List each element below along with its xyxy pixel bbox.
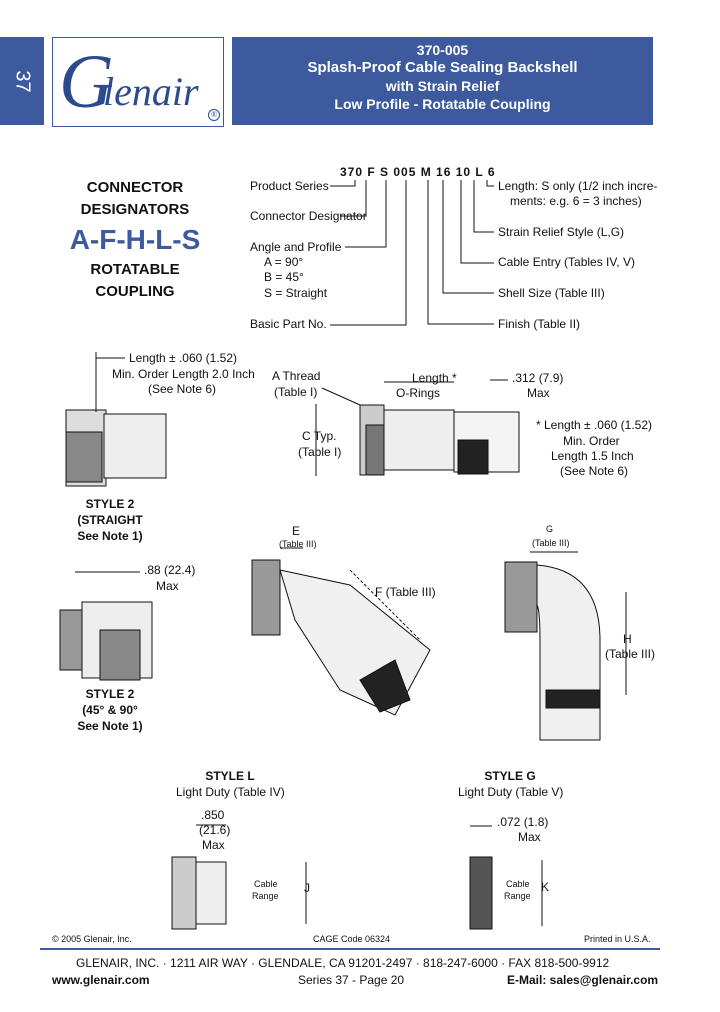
drawing-90-degree (504, 551, 627, 741)
header-banner: 370-005 Splash-Proof Cable Sealing Backs… (232, 37, 653, 125)
footer-email-link[interactable]: E-Mail: sales@glenair.com (507, 973, 659, 987)
pn-length: Length: S only (1/2 inch incre- (498, 179, 658, 193)
style2-angled-drawing (59, 571, 153, 681)
drawing-45-degree (251, 547, 431, 716)
header-title: Splash-Proof Cable Sealing Backshell (307, 59, 578, 76)
pn-cable-entry: Cable Entry (Tables IV, V) (498, 255, 635, 269)
part-number-example: 370 F S 005 M 16 10 L 6 (340, 165, 496, 179)
header-sub2: Low Profile - Rotatable Coupling (334, 96, 551, 112)
pn-shell-size: Shell Size (Table III) (498, 286, 605, 300)
footer-divider (40, 948, 660, 950)
pn-product-series: Product Series (250, 179, 329, 193)
pn-connector-designator: Connector Designator (250, 209, 367, 223)
footer-web-link[interactable]: www.glenair.com (52, 973, 150, 987)
style-g-title: STYLE G (484, 769, 536, 783)
style2-straight-drawing (65, 352, 167, 487)
pn-strain-relief: Strain Relief Style (L,G) (498, 225, 625, 239)
style2-angled-caption: STYLE 2 (45° & 90° See Note 1) (77, 687, 143, 733)
pn-finish: Finish (Table II) (498, 317, 581, 331)
connector-designators: CONNECTOR DESIGNATORS A-F-H-L-S ROTATABL… (69, 179, 201, 300)
style2-straight-caption: STYLE 2 (STRAIGHT See Note 1) (77, 497, 143, 543)
style-g-drawing (469, 825, 543, 930)
side-page-tab: 37 (0, 37, 44, 125)
footer-page: Series 37 - Page 20 (298, 973, 405, 987)
header-sub1: with Strain Relief (385, 78, 500, 94)
pn-basic-part: Basic Part No. (250, 317, 327, 331)
pn-angle-profile: Angle and Profile (250, 240, 342, 254)
glenair-logo: G lenair ® (52, 37, 224, 127)
footer-printed: Printed in U.S.A. (584, 934, 651, 944)
style-l-title: STYLE L (205, 769, 255, 783)
main-straight-drawing (315, 379, 520, 476)
style-l-drawing (171, 824, 307, 930)
footer-cage: CAGE Code 06324 (313, 934, 391, 944)
footer-copyright: © 2005 Glenair, Inc. (52, 934, 132, 944)
header-part: 370-005 (416, 42, 469, 58)
footer-address: GLENAIR, INC. · 1211 AIR WAY · GLENDALE,… (76, 956, 610, 970)
